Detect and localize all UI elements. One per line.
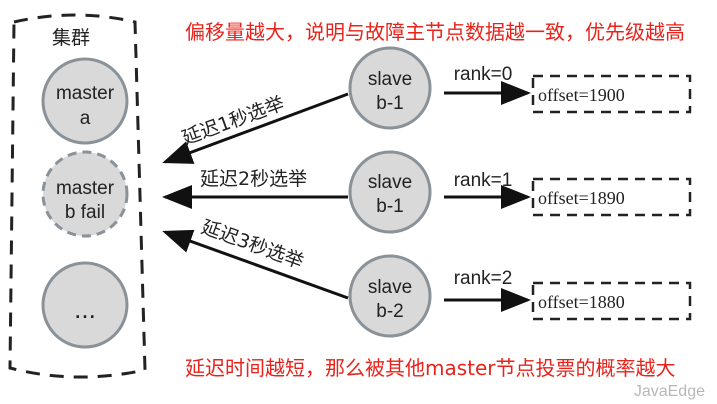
- rank-label-2: rank=1: [454, 170, 513, 191]
- master-b-line2: b fail: [65, 202, 105, 223]
- slave-1-line2: b-1: [376, 93, 403, 114]
- rank-offset-1: rank=0 offset=1900: [444, 64, 692, 114]
- offset-label-1: offset=1900: [538, 85, 625, 105]
- rank-label-3: rank=2: [454, 268, 513, 289]
- master-b-fail-node: master b fail: [41, 150, 129, 238]
- slave-3-node: slave b-2: [348, 254, 432, 338]
- master-a-line1: master: [56, 83, 115, 104]
- master-b-line1: master: [56, 178, 115, 199]
- election-arrow-1: [162, 92, 349, 164]
- offset-label-3: offset=1880: [538, 292, 625, 312]
- rank-offset-3: rank=2 offset=1880: [444, 268, 692, 321]
- master-a-line2: a: [80, 108, 91, 129]
- slave-3-line2: b-2: [376, 301, 403, 322]
- election-arrow-3: [162, 229, 349, 300]
- master-a-node: master a: [41, 57, 129, 145]
- slave-1-line1: slave: [368, 69, 412, 90]
- delay-label-2: 延迟2秒选举: [200, 168, 307, 190]
- cluster-label: 集群: [52, 27, 90, 49]
- more-masters-label: ...: [74, 294, 96, 324]
- slave-2-line2: b-1: [376, 196, 403, 217]
- slave-2-line1: slave: [368, 172, 412, 193]
- rank-offset-2: rank=1 offset=1890: [444, 170, 692, 217]
- slave-2-node: slave b-1: [348, 150, 432, 234]
- rank-label-1: rank=0: [454, 64, 513, 85]
- offset-label-2: offset=1890: [538, 188, 625, 208]
- watermark: JavaEdge: [633, 383, 705, 400]
- note-bottom: 延迟时间越短，那么被其他master节点投票的概率越大: [185, 356, 676, 380]
- note-top: 偏移量越大，说明与故障主节点数据越一致，优先级越高: [185, 20, 685, 44]
- more-masters-node: ...: [41, 261, 129, 349]
- slave-1-node: slave b-1: [348, 46, 432, 130]
- slave-3-line1: slave: [368, 277, 412, 298]
